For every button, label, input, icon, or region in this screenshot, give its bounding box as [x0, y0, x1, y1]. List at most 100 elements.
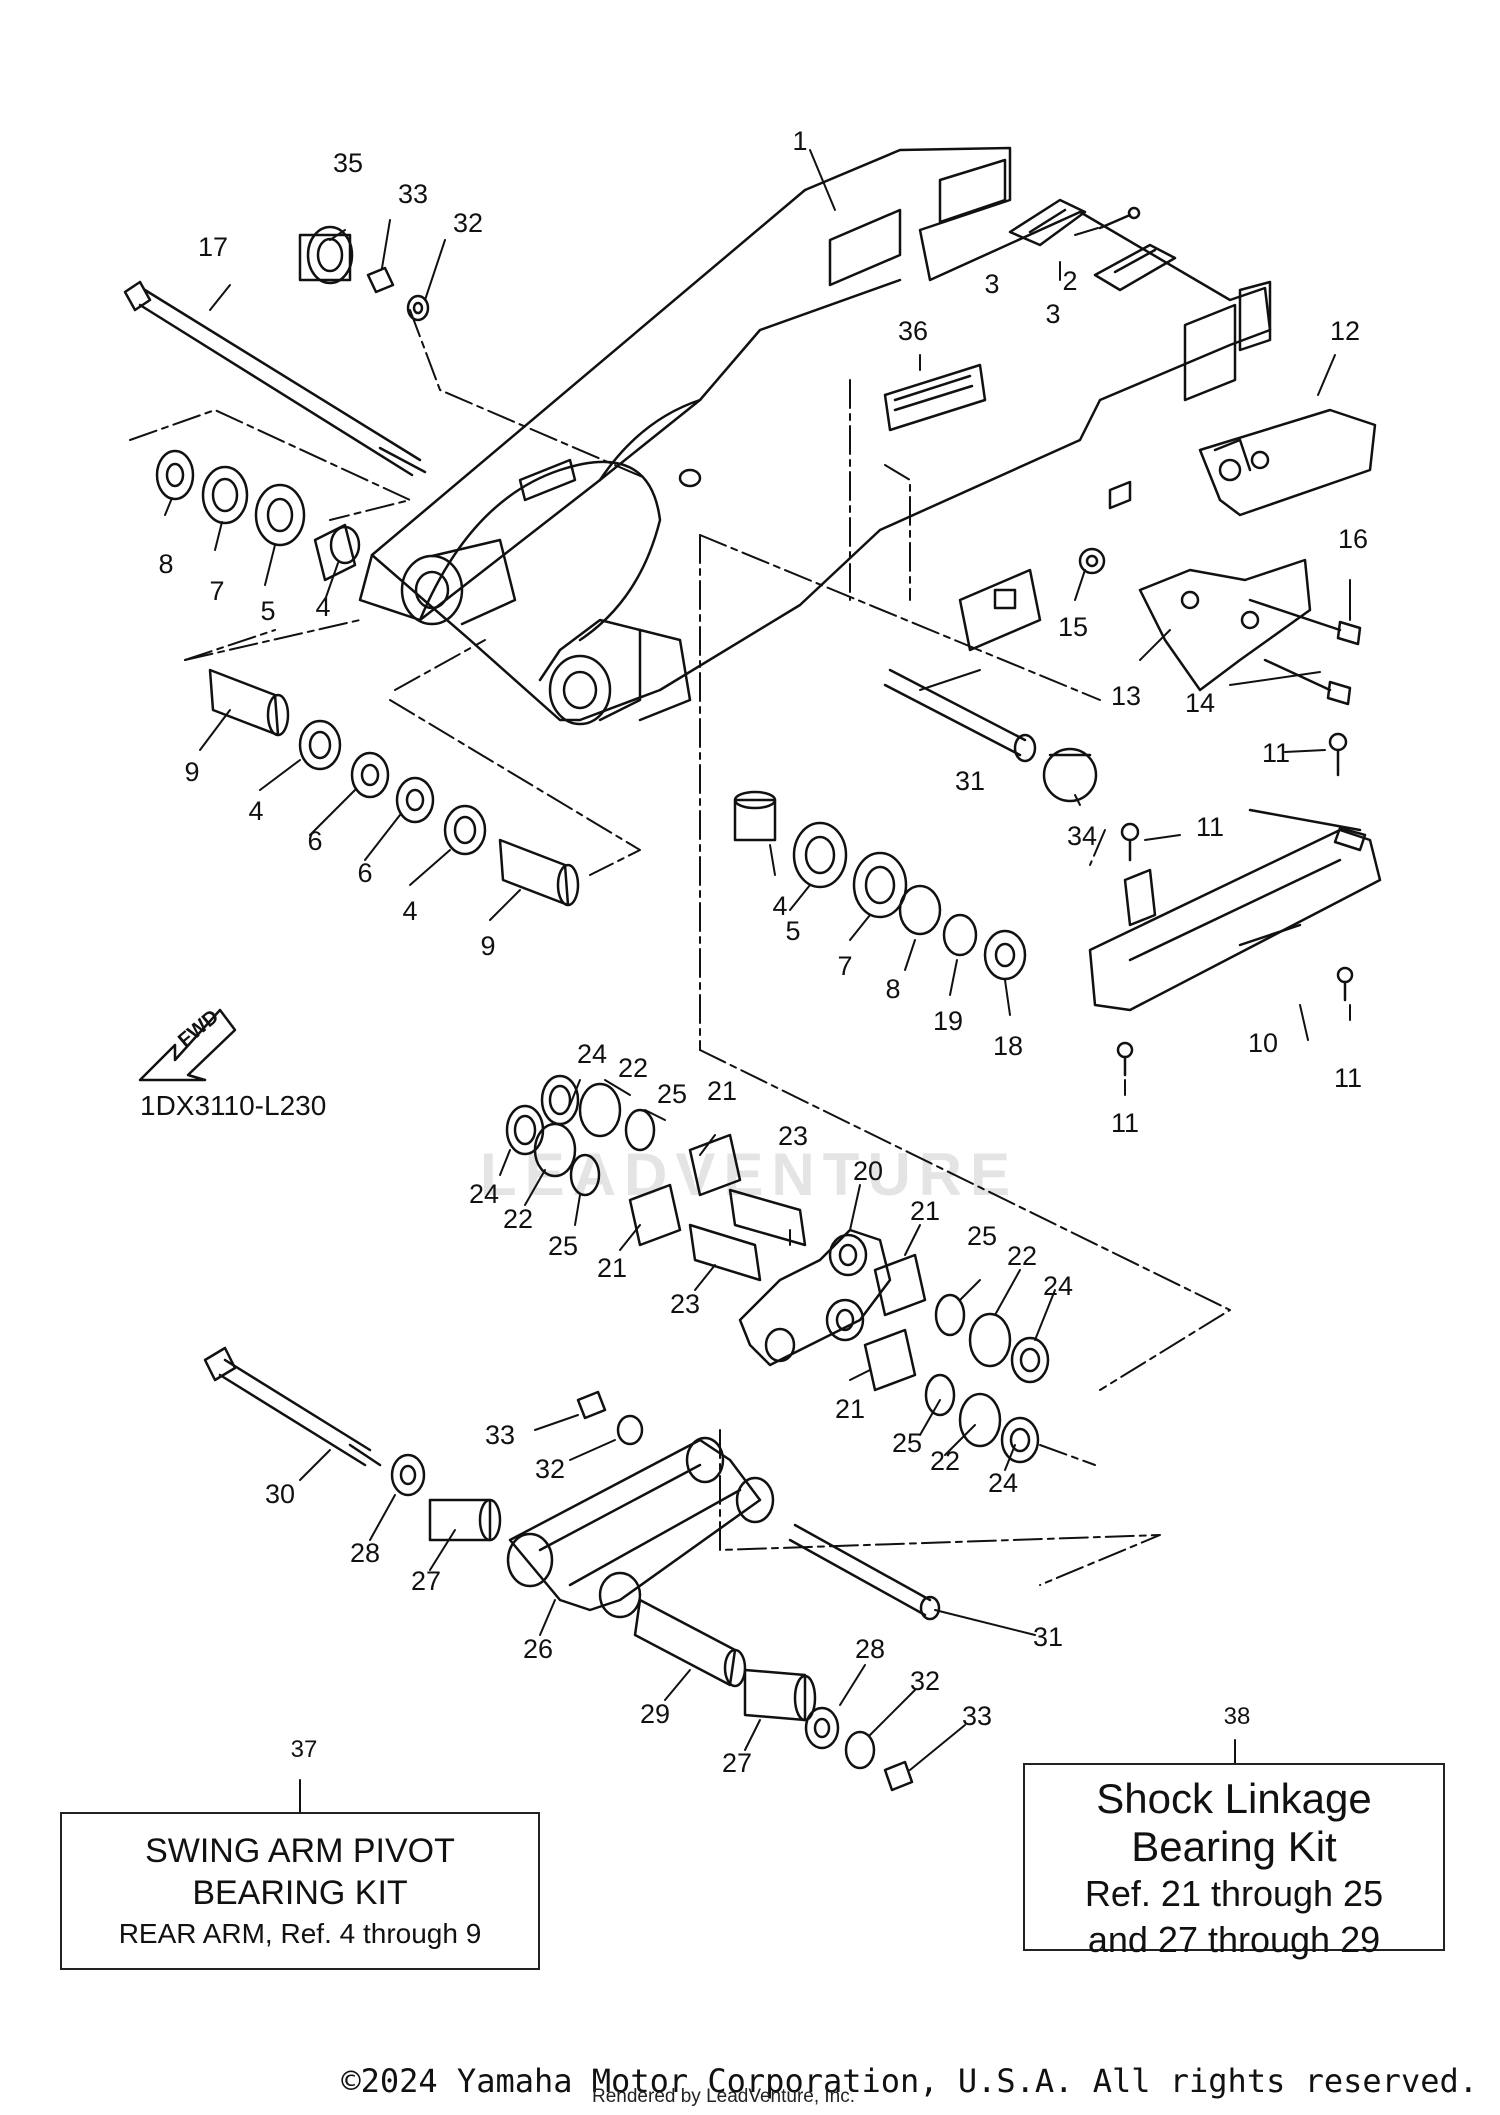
callout-7[interactable]: 7 — [837, 951, 852, 981]
callout-33[interactable]: 33 — [485, 1420, 515, 1450]
callout-1[interactable]: 1 — [792, 126, 807, 156]
callout-17[interactable]: 17 — [198, 232, 228, 262]
callout-21[interactable]: 21 — [707, 1076, 737, 1106]
callout-8[interactable]: 8 — [158, 549, 173, 579]
link-bearings-right — [863, 1253, 1050, 1464]
callout-23[interactable]: 23 — [670, 1289, 700, 1319]
callout-4[interactable]: 4 — [402, 896, 417, 926]
callout-24[interactable]: 24 — [469, 1179, 499, 1209]
callout-33[interactable]: 33 — [962, 1701, 992, 1731]
lower-left-bushings — [208, 668, 580, 907]
kit-37-refs: REAR ARM, Ref. 4 through 9 — [118, 1918, 482, 1949]
callout-15[interactable]: 15 — [1058, 612, 1088, 642]
callout-22[interactable]: 22 — [930, 1446, 960, 1476]
callout-12[interactable]: 12 — [1330, 316, 1360, 346]
callout-31[interactable]: 31 — [1033, 1622, 1063, 1652]
diagram-code: 1DX3110-L230 — [140, 1090, 326, 1121]
callout-31[interactable]: 31 — [955, 766, 985, 796]
callout-25[interactable]: 25 — [657, 1079, 687, 1109]
callout-34[interactable]: 34 — [1067, 821, 1097, 851]
callout-3[interactable]: 3 — [984, 269, 999, 299]
chain-slider — [1088, 732, 1382, 1077]
callout-11[interactable]: 11 — [1111, 1108, 1139, 1138]
callout-19[interactable]: 19 — [933, 1006, 963, 1036]
fwd-arrow — [138, 1008, 237, 1082]
pivot-shaft — [123, 280, 427, 477]
top-left-hardware — [298, 225, 430, 322]
callout-27[interactable]: 27 — [722, 1748, 752, 1778]
callout-22[interactable]: 22 — [618, 1053, 648, 1083]
callout-20[interactable]: 20 — [853, 1156, 883, 1186]
kit-38-subtitle: Bearing Kit — [1131, 1823, 1337, 1870]
callout-9[interactable]: 9 — [480, 931, 495, 961]
callout-21[interactable]: 21 — [835, 1394, 865, 1424]
callout-29[interactable]: 29 — [640, 1699, 670, 1729]
callout-25[interactable]: 25 — [967, 1221, 997, 1251]
relay-arm — [688, 1188, 892, 1367]
callout-11[interactable]: 11 — [1196, 812, 1224, 842]
callout-6[interactable]: 6 — [357, 858, 372, 888]
lower-bolt-30 — [203, 1346, 644, 1542]
callout-6[interactable]: 6 — [307, 826, 322, 856]
callout-16[interactable]: 16 — [1338, 524, 1368, 554]
callout-26[interactable]: 26 — [523, 1634, 553, 1664]
callout-4[interactable]: 4 — [772, 891, 787, 921]
callout-38[interactable]: 38 — [1224, 1703, 1251, 1730]
callout-2[interactable]: 2 — [1062, 266, 1077, 296]
rendered-by-notice: Rendered by LeadVenture, Inc. — [592, 2086, 856, 2107]
lower-bolt-31 — [633, 1523, 941, 1792]
callout-32[interactable]: 32 — [910, 1666, 940, 1696]
kit-38-refs-2: and 27 through 29 — [1087, 1919, 1381, 1960]
callout-36[interactable]: 36 — [898, 316, 928, 346]
link-bearings-left — [505, 1074, 742, 1247]
callout-7[interactable]: 7 — [209, 576, 224, 606]
kit-37-subtitle: BEARING KIT — [192, 1874, 408, 1912]
swing-arm — [358, 146, 1272, 726]
callout-37[interactable]: 37 — [291, 1736, 318, 1763]
callout-5[interactable]: 5 — [785, 916, 800, 946]
callout-5[interactable]: 5 — [260, 596, 275, 626]
callout-4[interactable]: 4 — [315, 592, 330, 622]
callout-10[interactable]: 10 — [1248, 1028, 1278, 1058]
kit-38-title: Shock Linkage — [1096, 1775, 1372, 1822]
callout-24[interactable]: 24 — [988, 1468, 1018, 1498]
callout-21[interactable]: 21 — [597, 1253, 627, 1283]
callout-23[interactable]: 23 — [778, 1121, 808, 1151]
callout-25[interactable]: 25 — [548, 1231, 578, 1261]
fwd-label: FWD — [174, 1006, 223, 1052]
callout-13[interactable]: 13 — [1111, 681, 1141, 711]
callout-14[interactable]: 14 — [1185, 688, 1215, 718]
label-sticker — [883, 363, 987, 432]
swing-arm-pivot-bearing-kit-box[interactable]: SWING ARM PIVOT BEARING KIT REAR ARM, Re… — [60, 1812, 540, 1970]
callout-28[interactable]: 28 — [350, 1538, 380, 1568]
shock-linkage-bearing-kit-box[interactable]: Shock Linkage Bearing Kit Ref. 21 throug… — [1023, 1763, 1445, 1960]
callout-21[interactable]: 21 — [910, 1196, 940, 1226]
callout-4[interactable]: 4 — [248, 796, 263, 826]
callout-27[interactable]: 27 — [411, 1566, 441, 1596]
callout-22[interactable]: 22 — [503, 1204, 533, 1234]
callout-32[interactable]: 32 — [535, 1454, 565, 1484]
callout-9[interactable]: 9 — [184, 757, 199, 787]
copyright-notice: ©2024 Yamaha Motor Corporation, U.S.A. A… — [341, 2062, 1478, 2100]
chain-guide — [1198, 408, 1377, 517]
callout-28[interactable]: 28 — [855, 1634, 885, 1664]
callout-24[interactable]: 24 — [1043, 1271, 1073, 1301]
kit-37-title: SWING ARM PIVOT — [145, 1832, 455, 1870]
kit-38-refs-1: Ref. 21 through 25 — [1084, 1873, 1384, 1914]
callout-35[interactable]: 35 — [333, 148, 363, 178]
callout-33[interactable]: 33 — [398, 179, 428, 209]
callout-3[interactable]: 3 — [1045, 299, 1060, 329]
callout-8[interactable]: 8 — [885, 974, 900, 1004]
chain-pullers — [1008, 198, 1177, 292]
callout-11[interactable]: 11 — [1334, 1063, 1362, 1093]
callout-25[interactable]: 25 — [892, 1428, 922, 1458]
callout-24[interactable]: 24 — [577, 1039, 607, 1069]
callout-32[interactable]: 32 — [453, 208, 483, 238]
callout-18[interactable]: 18 — [993, 1031, 1023, 1061]
callout-11[interactable]: 11 — [1262, 738, 1290, 768]
watermark: LEADVENTURE — [480, 1141, 1019, 1208]
callout-22[interactable]: 22 — [1007, 1241, 1037, 1271]
callout-30[interactable]: 30 — [265, 1479, 295, 1509]
